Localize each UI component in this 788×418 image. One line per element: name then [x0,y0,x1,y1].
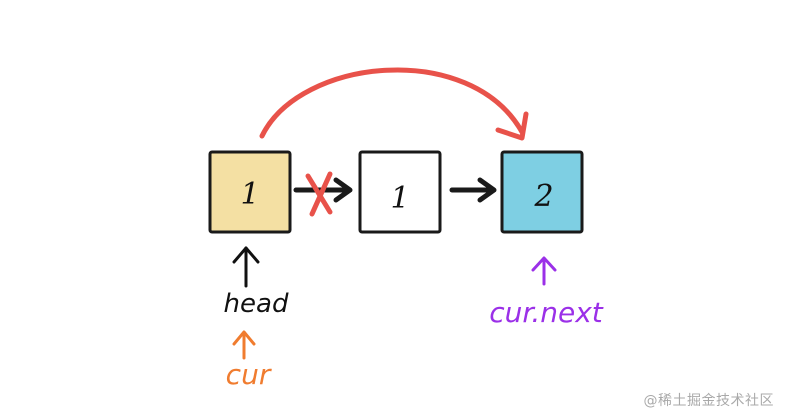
node-1-value: 1 [240,177,259,212]
list-node-3: 2 [500,150,584,234]
node-3-value: 2 [533,179,553,214]
skip-arrow-icon [259,67,529,141]
list-node-2: 1 [358,150,442,234]
head-pointer-up-arrow-icon [232,246,260,288]
node-2-value: 1 [390,181,409,216]
cur-next-label: cur.next [489,296,604,329]
link-arrow [449,177,497,203]
cur-pointer-up-arrow-icon [232,330,256,360]
head-label: head [224,289,289,319]
cur-next-pointer-up-arrow-icon [531,256,557,286]
list-node-1: 1 [208,150,292,234]
watermark: @稀土掘金技术社区 [643,393,774,409]
cur-label: cur [226,358,272,391]
x-mark-icon [305,171,333,217]
